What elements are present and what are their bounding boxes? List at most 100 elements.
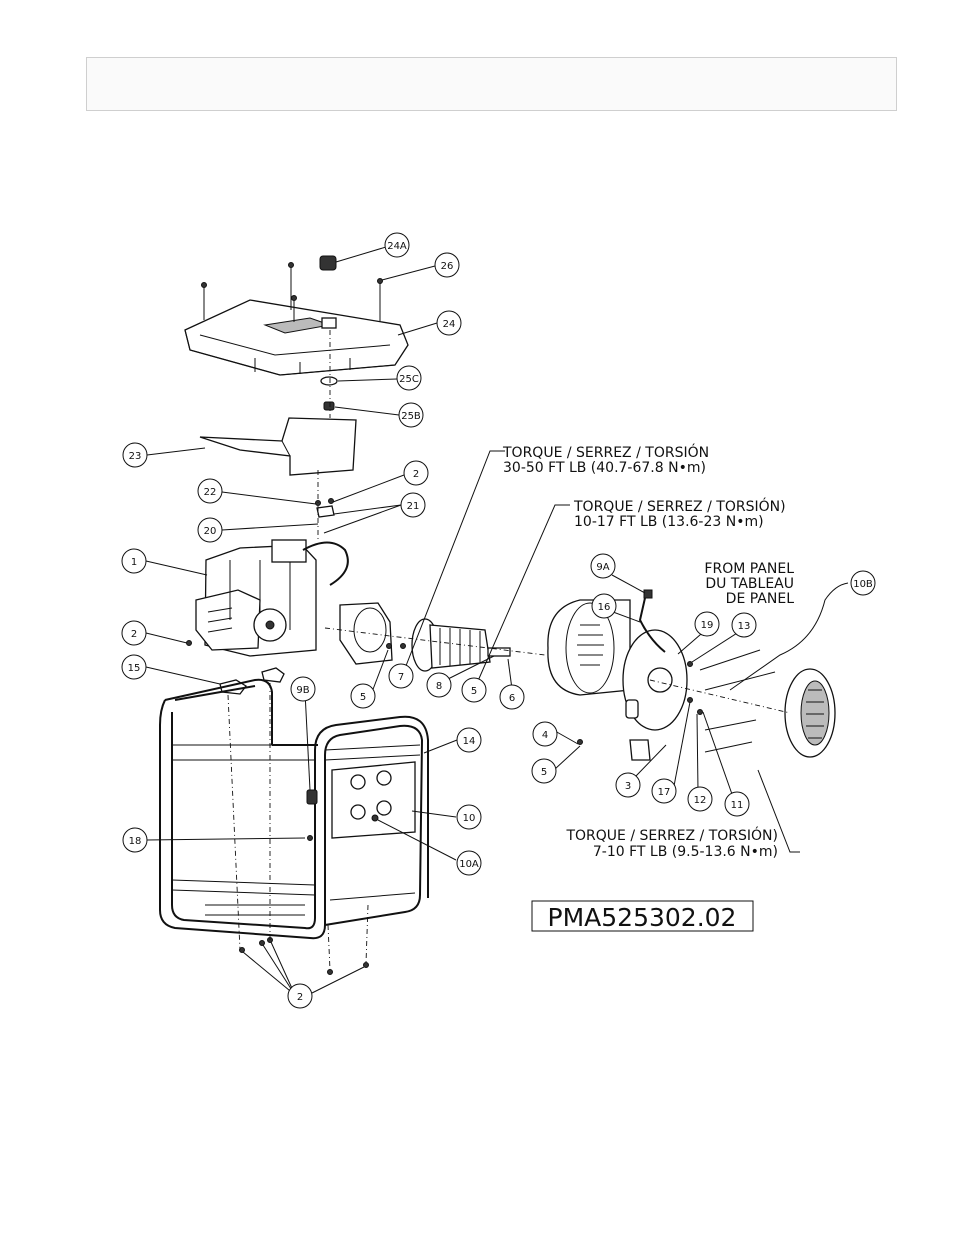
svg-text:PMA525302.02: PMA525302.02 xyxy=(548,903,737,932)
svg-text:23: 23 xyxy=(129,451,142,462)
svg-text:4: 4 xyxy=(542,730,548,741)
svg-text:10B: 10B xyxy=(853,579,873,590)
svg-text:19: 19 xyxy=(701,620,714,631)
svg-text:12: 12 xyxy=(694,795,707,806)
torque-note-bolt: TORQUE / SERREZ / TORSIÓN) 10-17 FT LB (… xyxy=(573,497,786,530)
svg-text:2: 2 xyxy=(131,629,137,640)
torque-note-rotor: TORQUE / SERREZ / TORSIÓN 30-50 FT LB (4… xyxy=(502,443,709,476)
svg-text:18: 18 xyxy=(129,836,142,847)
leader-lines xyxy=(145,246,849,996)
callout-3: 3 xyxy=(615,772,641,798)
svg-text:9A: 9A xyxy=(596,562,609,573)
svg-text:14: 14 xyxy=(463,736,476,747)
rear-bearing-carrier xyxy=(577,629,703,761)
svg-text:10: 10 xyxy=(463,813,476,824)
svg-text:TORQUE / SERREZ / TORSIÓN): TORQUE / SERREZ / TORSIÓN) xyxy=(573,497,786,515)
svg-text:2: 2 xyxy=(413,469,419,480)
svg-text:10-17 FT LB (13.6-23 N•m): 10-17 FT LB (13.6-23 N•m) xyxy=(574,514,764,530)
svg-text:30-50 FT LB (40.7-67.8 N•m): 30-50 FT LB (40.7-67.8 N•m) xyxy=(503,460,706,476)
callout-4: 4 xyxy=(532,721,558,747)
rotor xyxy=(411,618,511,672)
heat-shield xyxy=(199,417,357,476)
svg-text:21: 21 xyxy=(407,501,420,512)
callout-22: 22 xyxy=(197,478,223,504)
callout-2-top: 2 xyxy=(403,460,429,486)
frame xyxy=(159,678,429,940)
callout-23: 23 xyxy=(122,442,148,468)
svg-text:6: 6 xyxy=(509,693,515,704)
torque-note-rods: TORQUE / SERREZ / TORSIÓN) 7-10 FT LB (9… xyxy=(565,826,778,860)
svg-text:20: 20 xyxy=(204,526,217,537)
svg-text:TORQUE / SERREZ / TORSIÓN: TORQUE / SERREZ / TORSIÓN xyxy=(502,443,709,461)
svg-text:DU TABLEAU: DU TABLEAU xyxy=(705,576,794,592)
fuel-tank xyxy=(184,299,409,376)
callout-14: 14 xyxy=(456,727,482,753)
callout-18: 18 xyxy=(122,827,148,853)
from-panel-note: FROM PANEL DU TABLEAU DE PANEL xyxy=(704,561,794,607)
svg-text:13: 13 xyxy=(738,621,751,632)
fuel-cap xyxy=(319,255,337,271)
callout-21: 21 xyxy=(400,492,426,518)
svg-text:26: 26 xyxy=(441,261,454,272)
svg-text:16: 16 xyxy=(598,602,611,613)
engine xyxy=(195,539,349,657)
svg-text:22: 22 xyxy=(204,487,217,498)
svg-text:1: 1 xyxy=(131,557,137,568)
stator xyxy=(547,599,631,696)
callout-2-bottom: 2 xyxy=(287,983,313,1009)
callout-9A: 9A xyxy=(590,553,616,579)
callout-24A: 24A xyxy=(384,232,410,258)
callout-17: 17 xyxy=(651,778,677,804)
svg-text:9B: 9B xyxy=(296,685,309,696)
callout-2-left: 2 xyxy=(121,620,147,646)
svg-text:7-10 FT LB (9.5-13.6 N•m): 7-10 FT LB (9.5-13.6 N•m) xyxy=(593,844,778,860)
callout-5-c: 5 xyxy=(531,758,557,784)
svg-text:2: 2 xyxy=(297,992,303,1003)
callout-16: 16 xyxy=(591,593,617,619)
callout-5-a: 5 xyxy=(350,683,376,709)
header-box xyxy=(86,57,897,111)
part-number-label: PMA525302.02 xyxy=(531,900,754,932)
svg-text:5: 5 xyxy=(360,692,366,703)
svg-text:8: 8 xyxy=(436,681,442,692)
callout-25B: 25B xyxy=(398,402,424,428)
svg-text:5: 5 xyxy=(541,767,547,778)
svg-text:25B: 25B xyxy=(401,411,421,422)
callout-25C: 25C xyxy=(396,365,422,391)
svg-text:10A: 10A xyxy=(459,859,479,870)
svg-text:17: 17 xyxy=(658,787,671,798)
svg-text:25C: 25C xyxy=(399,374,419,385)
svg-text:15: 15 xyxy=(128,663,141,674)
svg-text:11: 11 xyxy=(731,800,744,811)
engine-adapter xyxy=(339,602,406,665)
svg-text:FROM PANEL: FROM PANEL xyxy=(704,561,794,577)
svg-text:24A: 24A xyxy=(387,241,407,252)
assembly-centerlines xyxy=(227,330,791,971)
callout-10: 10 xyxy=(456,804,482,830)
frame-feet-screws xyxy=(239,937,369,975)
callout-13: 13 xyxy=(731,612,757,638)
callout-12: 12 xyxy=(687,786,713,812)
callout-15: 15 xyxy=(121,654,147,680)
callout-10B: 10B xyxy=(850,570,876,596)
callout-24: 24 xyxy=(436,310,462,336)
callout-bubbles: 24A 26 24 25C 25B 23 2 22 21 20 1 2 15 5… xyxy=(121,232,876,1009)
callout-10A: 10A xyxy=(456,850,482,876)
callout-7: 7 xyxy=(388,663,414,689)
callout-6: 6 xyxy=(499,684,525,710)
svg-text:TORQUE / SERREZ / TORSIÓN): TORQUE / SERREZ / TORSIÓN) xyxy=(565,826,778,844)
svg-text:5: 5 xyxy=(471,686,477,697)
wire-harness xyxy=(638,589,666,653)
svg-text:7: 7 xyxy=(398,672,404,683)
through-bolts xyxy=(699,649,776,753)
tank-screws xyxy=(201,262,383,322)
callout-20: 20 xyxy=(197,517,223,543)
callout-11: 11 xyxy=(724,791,750,817)
callout-1: 1 xyxy=(121,548,147,574)
callout-5-b: 5 xyxy=(461,677,487,703)
svg-text:DE PANEL: DE PANEL xyxy=(726,591,795,607)
svg-text:24: 24 xyxy=(443,319,456,330)
svg-text:3: 3 xyxy=(625,781,631,792)
fuel-valve xyxy=(320,376,338,411)
